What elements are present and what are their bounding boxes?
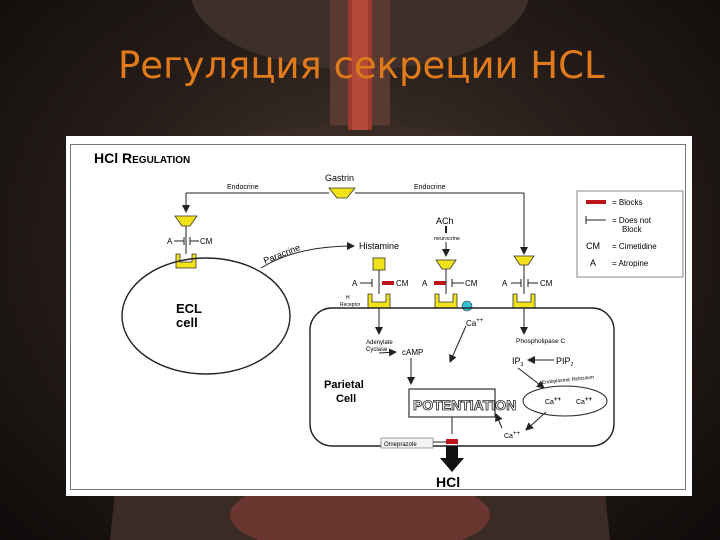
- ach-cm-label: CM: [465, 279, 478, 288]
- ach-receptor-icon: [434, 293, 458, 309]
- gastrin-label: Gastrin: [325, 173, 354, 183]
- diagram-heading-small: EGULATION: [132, 155, 190, 166]
- ecl-gastrin-ligand-icon: [174, 215, 198, 227]
- diagram-panel: HCl REGULATION Gastrin Endocrine Endocri…: [66, 136, 692, 496]
- potentiation-label: POTENTIATION: [413, 397, 516, 413]
- svg-text:HCl REGULATION: HCl REGULATION: [94, 150, 190, 166]
- ach-a-label: A: [422, 279, 428, 288]
- h2-cm-label: CM: [396, 279, 409, 288]
- h2-receptor-label-1: H: [346, 295, 350, 301]
- hcl-regulation-diagram: HCl REGULATION Gastrin Endocrine Endocri…: [94, 150, 684, 490]
- ecl-cm-label: CM: [200, 237, 213, 246]
- histamine-label: Histamine: [359, 241, 399, 251]
- endocrine-left-label: Endocrine: [227, 184, 259, 191]
- legend-blocks-label: = Blocks: [612, 198, 642, 207]
- legend-does-not-block-label-1: = Does not: [612, 216, 652, 225]
- legend-a-desc: = Atropine: [612, 259, 649, 268]
- ca-out-label: Ca++: [504, 431, 520, 440]
- calcium-channel-icon: [461, 300, 473, 312]
- camp-label: cAMP: [402, 348, 423, 357]
- legend-block-icon: [586, 200, 606, 204]
- ecl-cell-outline: [121, 257, 291, 375]
- ach-label: ACh: [436, 216, 454, 226]
- neurocrine-label: neurocrine: [434, 236, 460, 242]
- ach-block-icon: [434, 281, 446, 285]
- slide-title: Регуляция секреции HCL: [118, 44, 605, 87]
- pip2-label: PIP2: [556, 356, 574, 368]
- omeprazole-block-icon: [446, 439, 458, 444]
- gastrin-ligand-parietal-icon: [513, 255, 535, 266]
- legend-does-not-block-label-2: Block: [622, 225, 643, 234]
- hcl-output-arrow: [440, 458, 464, 472]
- gastrin-a-label: A: [502, 279, 508, 288]
- ecl-cell-label-2: cell: [176, 315, 198, 330]
- paracrine-label: Paracrine: [262, 242, 301, 266]
- histamine-ligand-icon: [372, 257, 386, 271]
- omeprazole-label: Omeprazole: [384, 442, 417, 448]
- ach-ligand-icon: [435, 259, 457, 270]
- parietal-cell-label-2: Cell: [336, 393, 356, 405]
- h2-receptor-icon: [367, 293, 391, 309]
- legend-box: [576, 190, 684, 278]
- er-ca-2-label: Ca++: [576, 397, 592, 406]
- parietal-cell-label-1: Parietal: [324, 379, 364, 391]
- legend-a-abbrev: A: [590, 258, 596, 268]
- er-label: Endoplasmic Reticulum: [542, 375, 595, 386]
- ecl-cell-label-1: ECL: [176, 301, 202, 316]
- phospholipase-label: Phospholipase C: [516, 338, 565, 345]
- adenylate-cyclase-label-2: Cyclase: [366, 347, 388, 353]
- gastrin-cm-label: CM: [540, 279, 553, 288]
- er-outline: [522, 385, 608, 417]
- adenylate-cyclase-label-1: Adenylate: [366, 340, 393, 346]
- h2-receptor-label-2: Receptor: [340, 302, 361, 308]
- h2-block-icon: [382, 281, 394, 285]
- potentiation-box: [408, 388, 496, 418]
- ecl-gastrin-receptor-icon: [175, 253, 197, 269]
- legend-cm-desc: = Cimetidine: [612, 242, 657, 251]
- diagram-border: [70, 144, 686, 490]
- endocrine-right-label: Endocrine: [414, 184, 446, 191]
- gastrin-hormone-icon: [328, 187, 356, 199]
- legend-cm-abbrev: CM: [586, 241, 600, 251]
- parietal-cell-outline: [309, 307, 615, 447]
- gastrin-receptor-icon: [512, 293, 536, 309]
- hcl-output-label: HCl: [436, 474, 460, 490]
- ecl-a-label: A: [167, 237, 173, 246]
- ca-small-label: Ca++: [466, 318, 484, 328]
- diagram-heading-main: HCl R: [94, 150, 132, 166]
- er-ca-1-label: Ca++: [545, 397, 561, 406]
- ip3-label: IP3: [512, 356, 524, 368]
- h2-a-label: A: [352, 279, 358, 288]
